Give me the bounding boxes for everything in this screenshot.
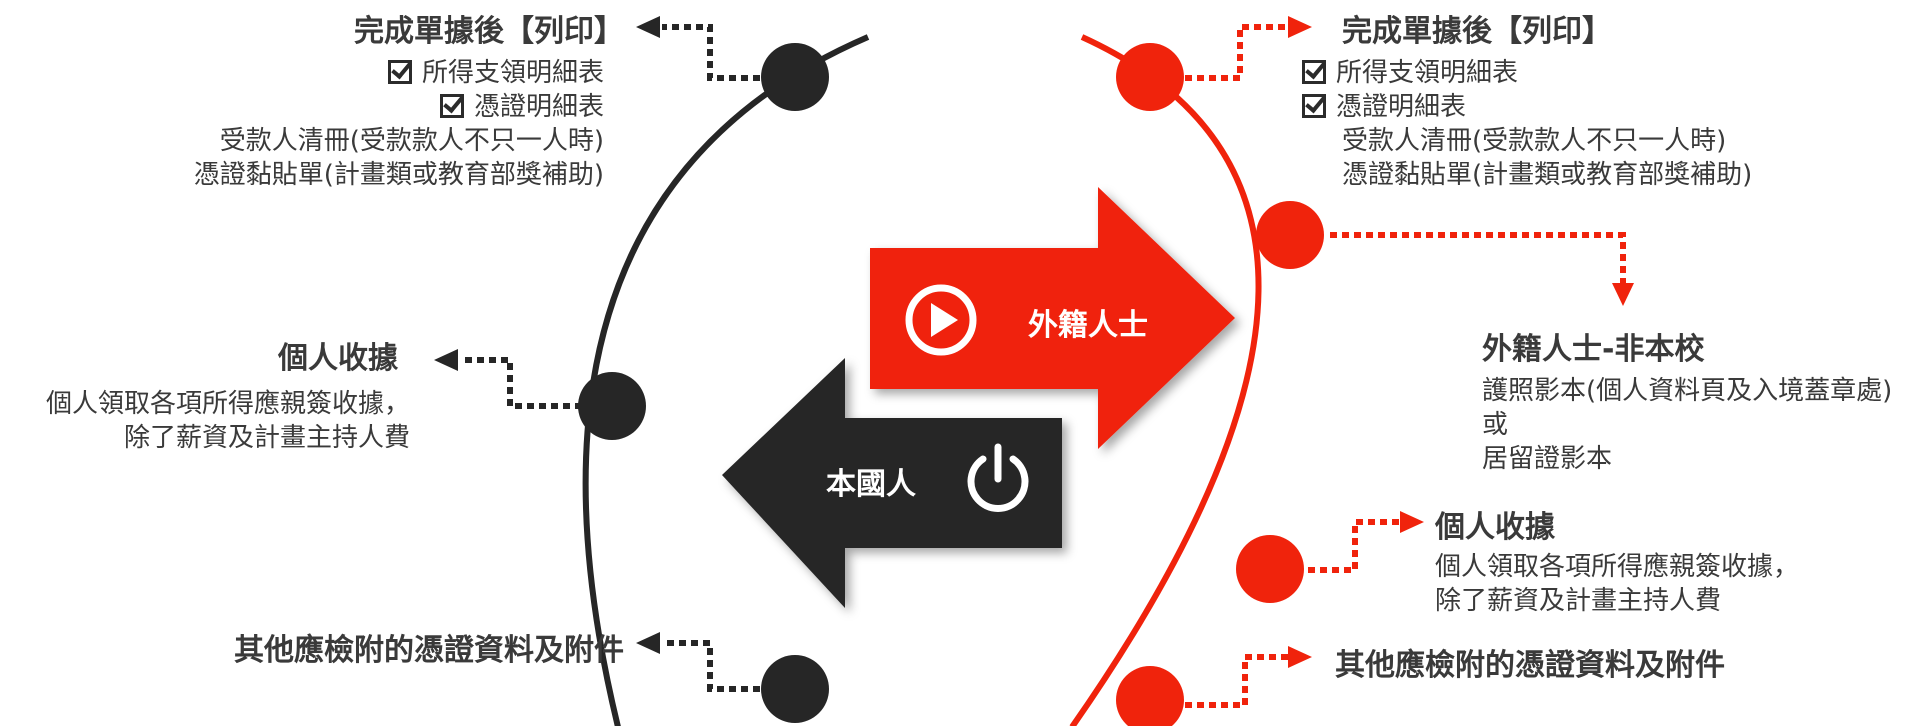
local-arrowhead-print: [636, 16, 660, 38]
foreign-connector-receipt: [1308, 519, 1400, 573]
local-arrowhead-other: [636, 632, 660, 654]
checkbox-checked-icon: [387, 60, 412, 84]
foreign-other-title: 其他應檢附的憑證資料及附件: [1335, 648, 1725, 683]
local-receipt-line-2: 除了薪資及計畫主持人費: [123, 423, 410, 453]
play-icon: [905, 284, 977, 356]
foreign-nonschool-line-3: 居留證影本: [1482, 444, 1613, 474]
local-connector-receipt: [460, 357, 582, 409]
local-print-checked-1: 所得支領明細表: [387, 56, 604, 90]
foreign-print-checked-2: 憑證明細表: [1302, 90, 1466, 124]
foreign-arrow-label: 外籍人士: [1028, 308, 1148, 343]
foreign-connector-other: [1185, 654, 1288, 708]
checkbox-checked-icon: [1302, 60, 1326, 84]
local-connector-other: [662, 640, 772, 692]
foreign-print-item-1: 受款人清冊(受款款人不只一人時): [1342, 126, 1727, 156]
local-receipt-title: 個人收據: [278, 341, 398, 376]
foreign-arrowhead-print: [1288, 16, 1312, 38]
foreign-connector-print: [1185, 24, 1288, 81]
local-arrow: [722, 358, 1062, 608]
local-arrow-label: 本國人: [826, 467, 916, 502]
local-connector-print: [662, 24, 772, 81]
foreign-node-other: [1116, 666, 1184, 726]
local-print-checked-2: 憑證明細表: [439, 90, 604, 124]
local-print-item-2: 憑證黏貼單(計畫類或教育部獎補助): [193, 160, 604, 190]
checkbox-checked-icon: [439, 94, 464, 118]
local-print-title: 完成單據後【列印】: [354, 14, 624, 49]
foreign-arrow: [870, 187, 1235, 449]
local-node-receipt: [578, 372, 646, 440]
power-icon: [967, 443, 1029, 512]
local-arrowhead-receipt: [434, 349, 458, 371]
local-node-print: [761, 43, 829, 111]
local-receipt-line-1: 個人領取各項所得應親簽收據，: [45, 389, 410, 419]
foreign-node-print: [1116, 43, 1184, 111]
foreign-receipt-line-1: 個人領取各項所得應親簽收據，: [1435, 552, 1800, 582]
foreign-nonschool-line-2: 或: [1482, 410, 1509, 440]
foreign-nonschool-title: 外籍人士-非本校: [1482, 332, 1705, 367]
foreign-arrowhead-nonschool: [1612, 283, 1634, 306]
foreign-receipt-line-2: 除了薪資及計畫主持人費: [1435, 586, 1722, 616]
checkbox-checked-icon: [1302, 94, 1326, 118]
foreign-arrowhead-receipt: [1400, 511, 1424, 533]
local-other-title: 其他應檢附的憑證資料及附件: [234, 633, 624, 668]
local-print-item-1: 受款人清冊(受款款人不只一人時): [219, 126, 604, 156]
foreign-print-item-2: 憑證黏貼單(計畫類或教育部獎補助): [1342, 160, 1753, 190]
foreign-node-receipt: [1236, 535, 1304, 603]
foreign-receipt-title: 個人收據: [1435, 510, 1555, 545]
foreign-print-checked-1: 所得支領明細表: [1302, 56, 1518, 90]
foreign-arrowhead-other: [1288, 646, 1312, 668]
foreign-nonschool-line-1: 護照影本(個人資料頁及入境蓋章處): [1482, 376, 1893, 406]
foreign-node-nonschool: [1256, 201, 1324, 269]
local-node-other: [761, 655, 829, 723]
foreign-connector-nonschool: [1330, 232, 1626, 284]
foreign-print-title: 完成單據後【列印】: [1342, 14, 1612, 49]
